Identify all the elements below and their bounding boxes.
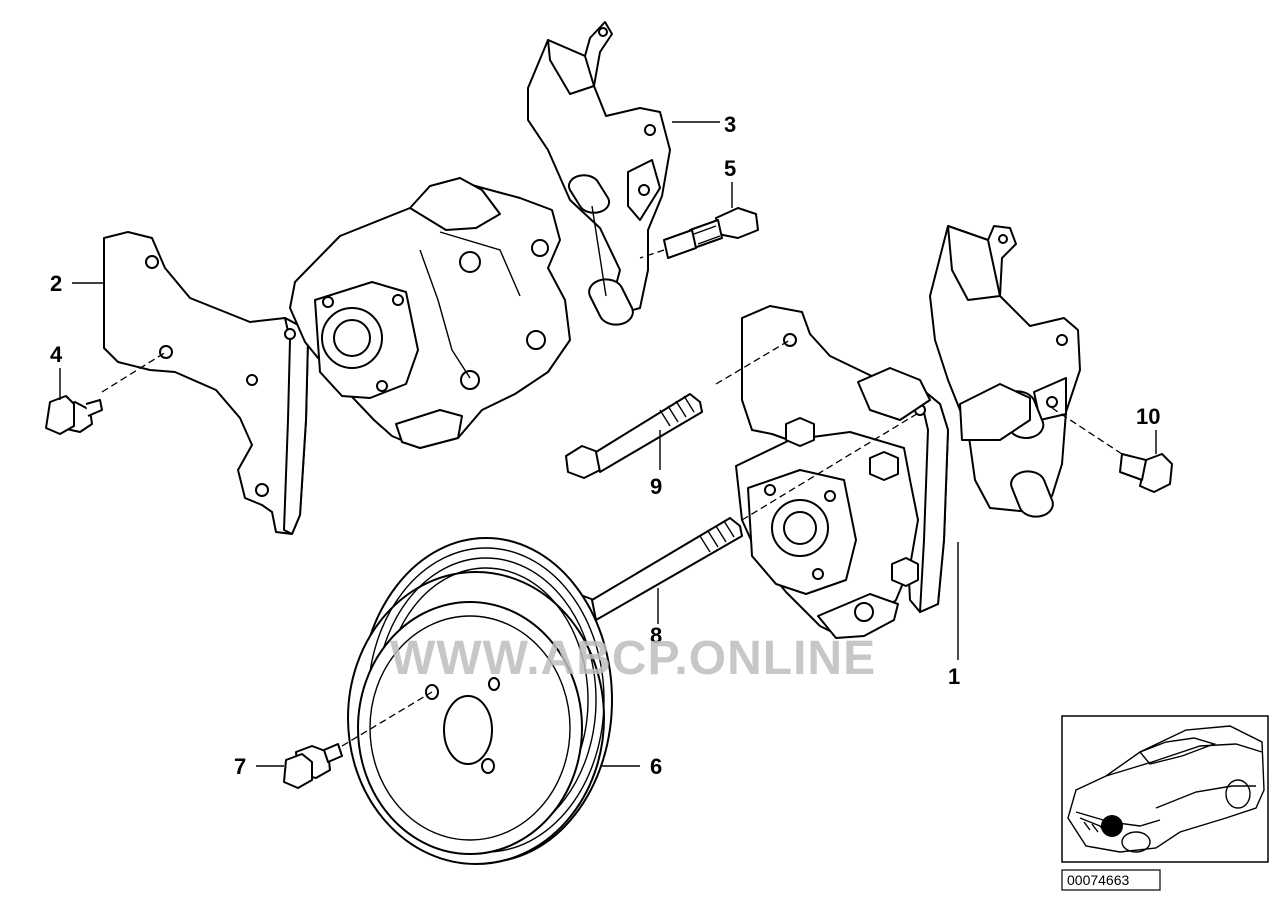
pump-exploded xyxy=(289,177,571,449)
part-label-1: 1 xyxy=(948,664,960,689)
part-label-3: 3 xyxy=(724,112,736,137)
long-bolt-part-9 xyxy=(565,339,791,479)
bolt-part-10 xyxy=(1051,407,1173,493)
leader-lines xyxy=(59,121,1157,767)
reference-code-box: 00074663 xyxy=(1061,869,1161,891)
bracket-part-3 xyxy=(527,21,671,326)
part-label-8: 8 xyxy=(650,623,662,648)
reference-code: 00074663 xyxy=(1067,872,1130,888)
location-marker-dot xyxy=(1101,815,1123,837)
bolt-part-7 xyxy=(283,691,433,789)
vehicle-location-inset xyxy=(1061,715,1269,863)
pump-assembly-part-1 xyxy=(735,225,1081,639)
part-label-5: 5 xyxy=(724,156,736,181)
part-label-7: 7 xyxy=(234,754,246,779)
part-label-4: 4 xyxy=(50,342,63,367)
watermark-text: WWW.ABCP.ONLINE xyxy=(390,632,876,685)
pulley-part-6 xyxy=(347,537,613,865)
part-label-6: 6 xyxy=(650,754,662,779)
part-label-9: 9 xyxy=(650,474,662,499)
bolt-part-4 xyxy=(45,351,167,435)
bolt-part-5 xyxy=(639,207,759,259)
bracket-plate-part-2 xyxy=(103,231,309,535)
part-label-2: 2 xyxy=(50,271,62,296)
part-labels: 1 2 3 4 5 6 7 8 9 10 xyxy=(50,112,1160,779)
part-label-10: 10 xyxy=(1136,404,1160,429)
